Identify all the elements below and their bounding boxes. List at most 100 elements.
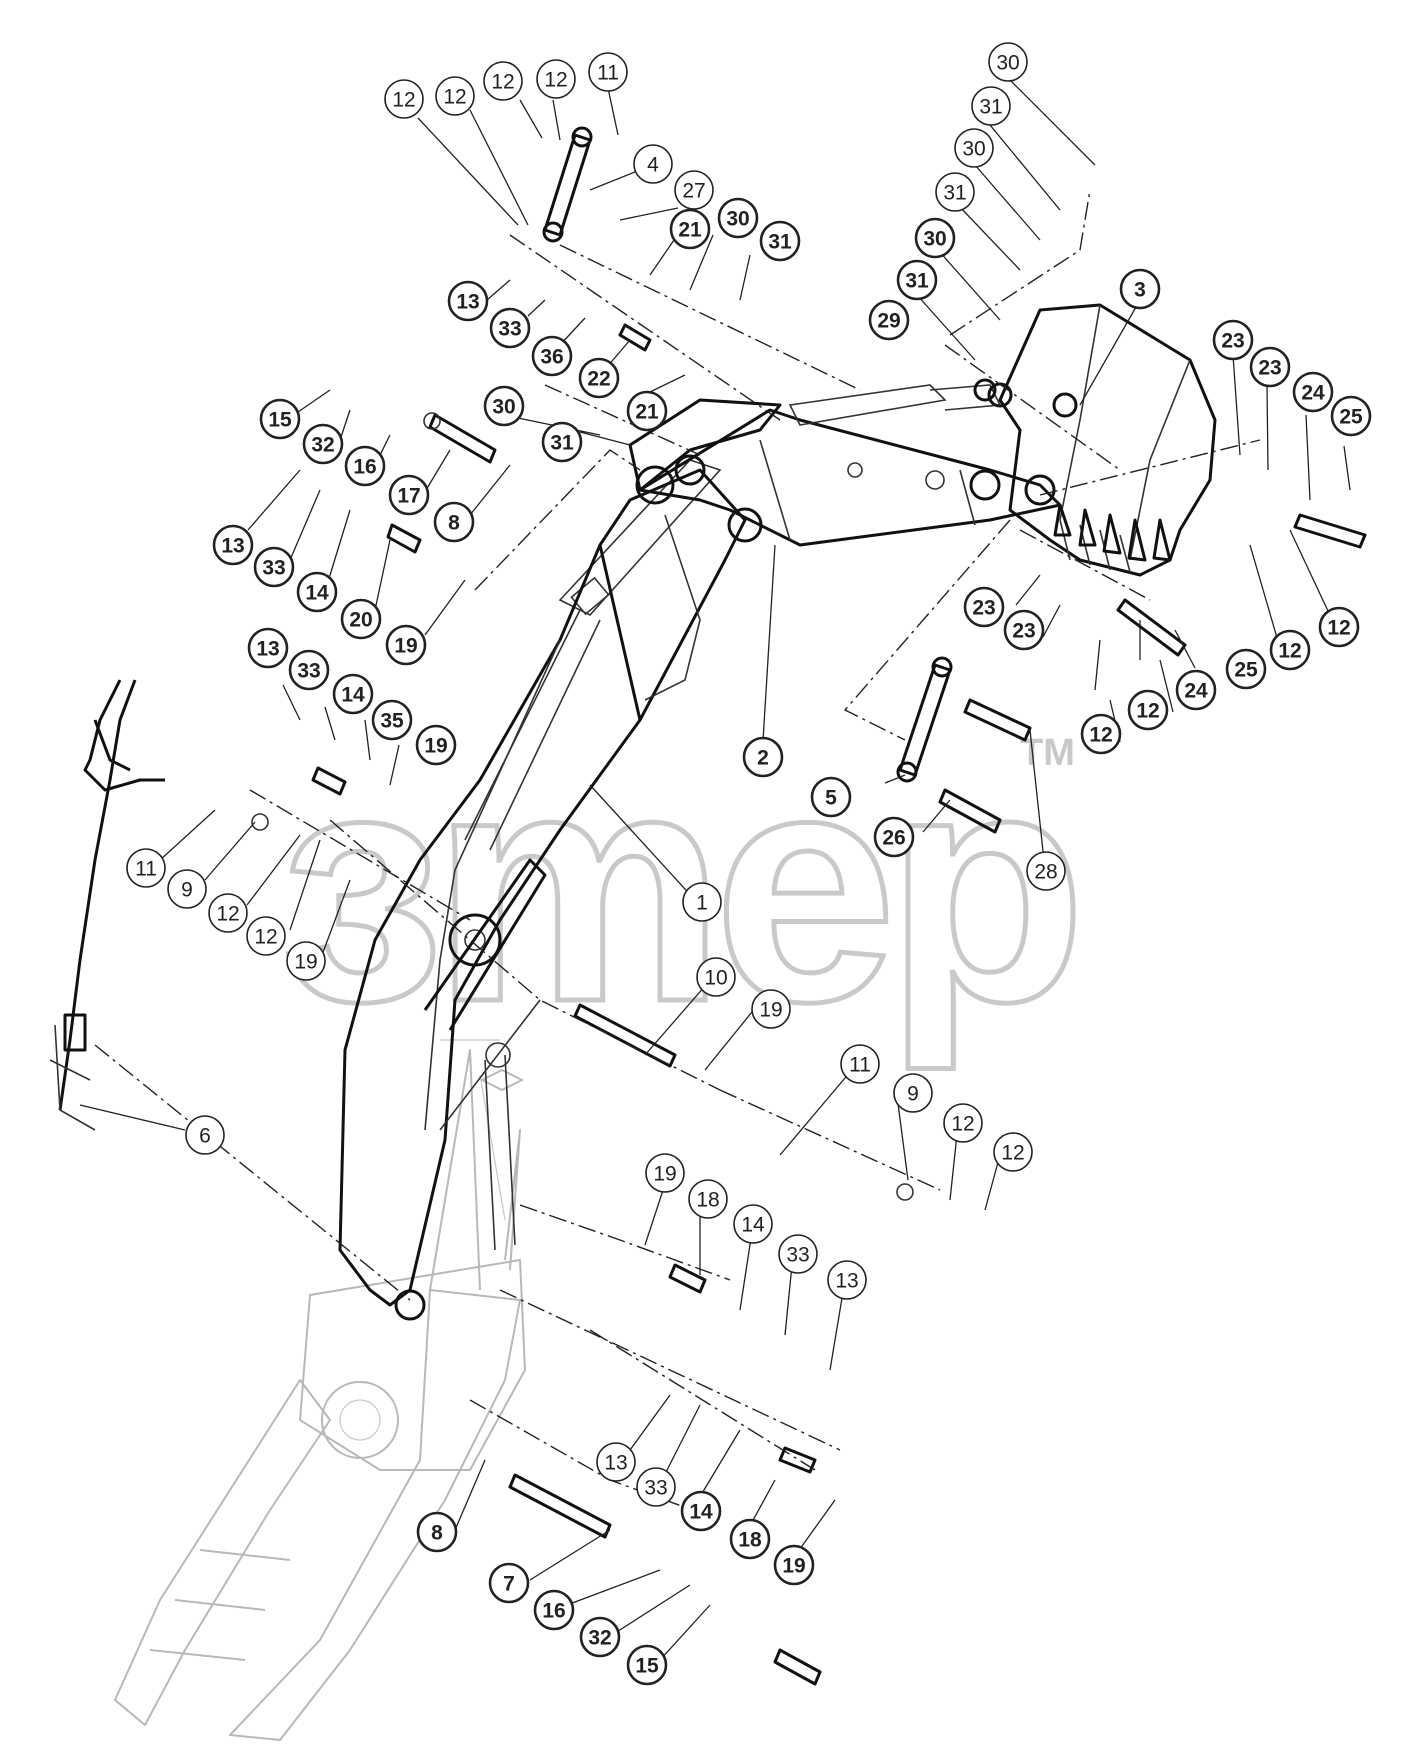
- callout-label: 23: [1221, 330, 1244, 353]
- callout-circle: [578, 357, 620, 399]
- callout-circle: [259, 398, 301, 440]
- callout-part-13: 13: [596, 1442, 636, 1482]
- callout-circle: [1212, 319, 1254, 361]
- callout-circle: [914, 217, 956, 259]
- callout-circle: [533, 1589, 575, 1631]
- callout-circle: [868, 299, 910, 341]
- callout-part-30: 30: [954, 128, 994, 168]
- callout-circle: [385, 624, 427, 666]
- callout-label: 12: [216, 903, 239, 926]
- callout-label: 4: [647, 154, 659, 177]
- callout-circle: [971, 86, 1011, 126]
- callout-label: 23: [1258, 357, 1281, 380]
- callout-part-32: 32: [302, 423, 344, 465]
- callout-label: 19: [759, 999, 782, 1022]
- callout-part-4: 4: [633, 144, 673, 184]
- callout-part-14: 14: [332, 673, 374, 715]
- callout-circle: [669, 208, 711, 250]
- callout-part-23: 23: [1249, 346, 1291, 388]
- callout-label: 32: [588, 1627, 611, 1650]
- callout-circle: [773, 1544, 815, 1586]
- boom: [338, 468, 763, 1321]
- callout-circle: [1175, 669, 1217, 711]
- callout-label: 11: [135, 858, 157, 881]
- callout-circle: [633, 144, 673, 184]
- callout-label: 24: [1301, 382, 1325, 405]
- callout-label: 7: [503, 1573, 515, 1596]
- callout-label: 8: [448, 512, 460, 535]
- callout-circle: [247, 627, 289, 669]
- callout-circle: [935, 172, 975, 212]
- callout-label: 33: [644, 1477, 667, 1500]
- callout-part-12: 12: [435, 76, 475, 116]
- callout-circle: [288, 649, 330, 691]
- boom-cylinder: [484, 1042, 516, 1251]
- callout-label: 16: [542, 1600, 565, 1623]
- callout-label: 12: [1001, 1142, 1024, 1165]
- callout-circle: [840, 1044, 880, 1084]
- callout-part-21: 21: [626, 390, 668, 432]
- callout-part-5: 5: [810, 776, 852, 818]
- callout-label: 12: [392, 89, 415, 112]
- callout-label: 21: [678, 219, 702, 242]
- callout-label: 12: [1327, 617, 1350, 640]
- callout-label: 27: [682, 180, 705, 203]
- callout-part-31: 31: [971, 86, 1011, 126]
- callout-part-19: 19: [751, 989, 791, 1029]
- callout-label: 10: [704, 967, 727, 990]
- callout-label: 23: [1012, 620, 1035, 643]
- callout-label: 33: [262, 557, 285, 580]
- callout-circle: [696, 957, 736, 997]
- callout-circle: [873, 816, 915, 858]
- callout-label: 30: [962, 138, 985, 161]
- callout-circle: [680, 1490, 722, 1532]
- callout-label: 13: [604, 1452, 627, 1475]
- callout-part-19: 19: [385, 624, 427, 666]
- callout-part-25: 25: [1225, 648, 1267, 690]
- callout-label: 21: [635, 401, 659, 424]
- callout-part-11: 11: [588, 52, 628, 92]
- callout-circle: [636, 1467, 676, 1507]
- callout-part-24: 24: [1292, 371, 1334, 413]
- callout-label: 12: [1136, 700, 1159, 723]
- callout-part-32: 32: [579, 1616, 621, 1658]
- callout-circle: [212, 524, 254, 566]
- callout-label: 15: [635, 1655, 659, 1678]
- callout-circle: [963, 586, 1005, 628]
- callout-label: 14: [689, 1501, 713, 1524]
- callout-label: 18: [696, 1189, 719, 1212]
- callout-circle: [626, 1644, 668, 1686]
- callout-part-35: 35: [371, 699, 413, 741]
- callout-part-8: 8: [416, 1511, 458, 1553]
- callout-label: 6: [199, 1125, 211, 1148]
- callout-part-15: 15: [259, 398, 301, 440]
- callout-label: 9: [181, 879, 193, 902]
- callout-circle: [483, 385, 525, 427]
- callout-circle: [1003, 609, 1045, 651]
- callout-part-22: 22: [578, 357, 620, 399]
- callout-part-33: 33: [253, 546, 295, 588]
- pins: [251, 323, 1367, 1686]
- hydraulic-hose: [49, 679, 165, 1131]
- callout-part-33: 33: [489, 307, 531, 349]
- callout-part-15: 15: [626, 1644, 668, 1686]
- callout-circle: [1080, 713, 1122, 755]
- callout-part-23: 23: [963, 586, 1005, 628]
- callout-circle: [579, 1616, 621, 1658]
- watermark-tm: TM: [1020, 732, 1075, 774]
- callout-circle: [246, 916, 286, 956]
- callout-circle: [253, 546, 295, 588]
- callout-part-19: 19: [645, 1153, 685, 1193]
- callout-part-26: 26: [873, 816, 915, 858]
- callout-label: 30: [726, 208, 749, 231]
- callout-part-3: 3: [1119, 268, 1161, 310]
- callout-part-12: 12: [943, 1103, 983, 1143]
- callout-part-11: 11: [840, 1044, 880, 1084]
- callout-circle: [893, 1073, 933, 1113]
- callout-circle: [388, 474, 430, 516]
- callout-label: 31: [905, 270, 929, 293]
- callout-part-14: 14: [680, 1490, 722, 1532]
- callout-label: 12: [951, 1113, 974, 1136]
- callout-label: 1: [696, 892, 708, 915]
- callout-part-24: 24: [1175, 669, 1217, 711]
